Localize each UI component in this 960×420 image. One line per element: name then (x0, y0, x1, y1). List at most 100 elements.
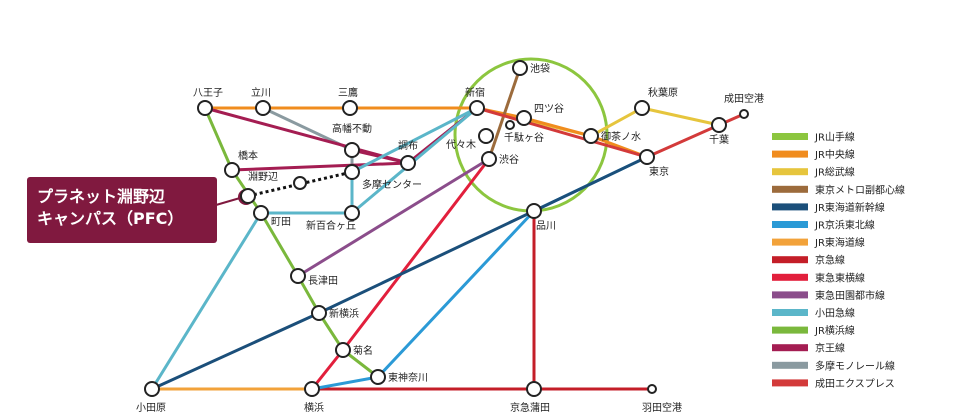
station-label-shinyokohama: 新横浜 (329, 307, 359, 320)
legend-label: 東急田園都市線 (815, 289, 885, 302)
station-marker-yoyogi (478, 128, 494, 144)
station-marker-haneda (647, 384, 657, 394)
line-tamacenter-link (351, 106, 478, 174)
legend-label: 京王線 (815, 342, 845, 355)
station-marker-takahata (344, 142, 360, 158)
station-label-yotsuya: 四ツ谷 (534, 103, 564, 115)
station-marker-hachioji (197, 100, 213, 116)
station-label-mitaka: 三鷹 (338, 86, 358, 99)
station-label-keikyukamata: 京急蒲田 (510, 401, 550, 414)
station-marker-shibuya (481, 151, 497, 167)
station-marker-mitaka (342, 100, 358, 116)
station-marker-odawara (144, 381, 160, 397)
station-label-shibuya: 渋谷 (499, 153, 519, 166)
line-denentoshi (297, 157, 490, 278)
station-marker-tamacenter (344, 164, 360, 180)
callout-line-2: キャンパス（PFC） (37, 209, 184, 228)
line-fukutoshin (487, 67, 522, 160)
station-marker-nagatsuta (290, 268, 306, 284)
legend-swatch (772, 133, 808, 140)
station-label-shinjuku: 新宿 (465, 86, 485, 99)
station-label-higashikanagawa: 東神奈川 (388, 371, 428, 384)
legend-swatch (772, 326, 808, 334)
legend-swatch (772, 361, 808, 369)
legend-label: JR中央線 (814, 148, 855, 161)
station-label-tamacenter: 多摩センター (362, 178, 422, 191)
legend-label: JR京浜東北線 (814, 219, 875, 232)
station-marker-shinjuku (469, 100, 485, 116)
legend-swatch (772, 238, 808, 246)
legend-label: JR横浜線 (814, 324, 855, 337)
station-marker-yotsuya (516, 110, 532, 126)
station-marker-tachikawa (255, 100, 271, 116)
station-label-tachikawa: 立川 (251, 86, 271, 99)
station-label-nagatsuta: 長津田 (308, 275, 338, 287)
station-label-odawara: 小田原 (136, 402, 166, 414)
callout-pointer (215, 197, 241, 206)
station-marker-keikyukamata (526, 381, 542, 397)
line-shinkansen (151, 155, 648, 391)
station-marker-yokohama (304, 381, 320, 397)
legend-label: 小田急線 (815, 307, 855, 320)
legend-swatch (772, 168, 808, 176)
station-label-sendagaya: 千駄ヶ谷 (504, 131, 544, 144)
station-label-ochanomizu: 御茶ノ水 (601, 130, 641, 143)
station-label-akihabara: 秋葉原 (648, 86, 678, 99)
callout-line-1: プラネット淵野辺 (37, 187, 166, 206)
legend-swatch (772, 344, 808, 352)
station-marker-ochanomizu (583, 128, 599, 144)
route-lines (150, 57, 745, 391)
legend-label: 多摩モノレール線 (815, 359, 895, 372)
station-marker-sendagaya (505, 120, 515, 130)
station-label-takahata: 高幡不動 (332, 122, 372, 135)
legend-swatch (772, 221, 808, 228)
legend-swatch (772, 150, 808, 158)
station-marker-kikuna (335, 342, 351, 358)
legend-label: JR東海道線 (814, 236, 865, 249)
station-marker-transfer (293, 176, 307, 190)
line-monorail (262, 106, 354, 172)
line-nex (476, 106, 745, 159)
station-marker-akihabara (634, 100, 650, 116)
legend-label: 東急東横線 (815, 271, 865, 284)
station-label-chofu: 調布 (398, 139, 418, 152)
station-label-ikebukuro: 池袋 (530, 62, 550, 75)
station-label-hashimoto: 橋本 (238, 149, 258, 162)
legend-swatch (772, 185, 808, 193)
station-label-fuchinobe: 淵野辺 (248, 171, 278, 183)
legend-label: 成田エクスプレス (815, 378, 895, 390)
station-label-shinagawa: 品川 (536, 220, 556, 232)
station-marker-shinagawa (526, 203, 542, 219)
station-label-shinyuri: 新百合ヶ丘 (306, 219, 356, 232)
station-marker-fuchinobe (240, 188, 256, 204)
station-label-narita: 成田空港 (724, 92, 764, 105)
legend-swatch (772, 256, 808, 264)
station-label-hachioji: 八王子 (193, 87, 223, 99)
station-label-haneda: 羽田空港 (642, 401, 682, 414)
legend: JR山手線JR中央線JR総武線東京メトロ副都心線JR東海道新幹線JR京浜東北線J… (772, 131, 905, 390)
station-marker-tokyo (639, 149, 655, 165)
station-marker-narita (739, 109, 749, 119)
station-label-machida: 町田 (271, 217, 291, 228)
line-keio-sagamihara (231, 161, 409, 172)
station-marker-chofu (400, 155, 416, 171)
station-label-yoyogi: 代々木 (446, 139, 476, 151)
station-markers: 八王子立川三鷹新宿池袋四ツ谷千駄ヶ谷代々木渋谷御茶ノ水秋葉原東京千葉成田空港品川… (136, 60, 764, 414)
legend-label: JR東海道新幹線 (814, 201, 885, 214)
legend-swatch (772, 203, 808, 211)
legend-label: 京急線 (815, 254, 845, 267)
station-label-kikuna: 菊名 (353, 344, 373, 357)
legend-swatch (772, 379, 808, 387)
legend-swatch (772, 291, 808, 299)
station-label-yokohama: 横浜 (304, 401, 324, 414)
legend-swatch (772, 273, 808, 281)
station-marker-chiba (711, 117, 727, 133)
legend-label: JR山手線 (814, 131, 855, 144)
station-marker-shinyuri (344, 205, 360, 221)
station-label-chiba: 千葉 (709, 133, 729, 146)
station-marker-hashimoto (224, 162, 240, 178)
legend-label: JR総武線 (814, 166, 855, 179)
legend-swatch (772, 309, 808, 316)
campus-callout: プラネット淵野辺 キャンパス（PFC） (27, 177, 217, 243)
